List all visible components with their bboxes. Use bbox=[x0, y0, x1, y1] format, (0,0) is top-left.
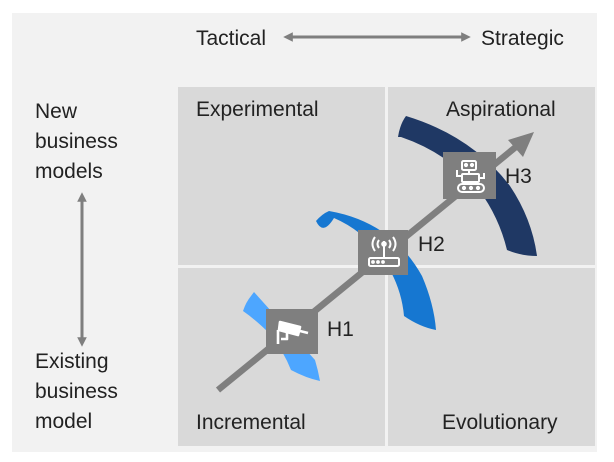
horizon-label-h2: H2 bbox=[418, 233, 445, 256]
horizon-label-h1: H1 bbox=[327, 318, 354, 341]
quadrant-experimental bbox=[178, 87, 385, 265]
wifi-router-icon bbox=[368, 236, 400, 267]
horizon-h1: H1 bbox=[266, 309, 354, 354]
quadrant-incremental bbox=[178, 268, 385, 446]
quadrant-label-experimental: Experimental bbox=[196, 98, 319, 121]
y-axis-bottom-label: Existing business model bbox=[35, 350, 118, 433]
quadrant-label-evolutionary: Evolutionary bbox=[442, 411, 558, 434]
horizon-label-h3: H3 bbox=[505, 165, 532, 188]
x-axis-right-label: Strategic bbox=[481, 27, 564, 50]
horizon-h2: H2 bbox=[358, 230, 445, 275]
progression-arrowhead bbox=[508, 132, 534, 157]
security-camera-icon bbox=[276, 320, 309, 344]
horizon-h3: H3 bbox=[443, 152, 532, 199]
y-axis-top-label: New business models bbox=[35, 100, 118, 183]
horizon-arc-h3 bbox=[398, 116, 537, 256]
horizon-arc-h2 bbox=[316, 211, 436, 330]
robot-icon bbox=[456, 160, 485, 193]
quadrant-label-aspirational: Aspirational bbox=[446, 98, 556, 121]
x-axis-left-label: Tactical bbox=[196, 27, 267, 50]
quadrant-label-incremental: Incremental bbox=[196, 411, 306, 434]
